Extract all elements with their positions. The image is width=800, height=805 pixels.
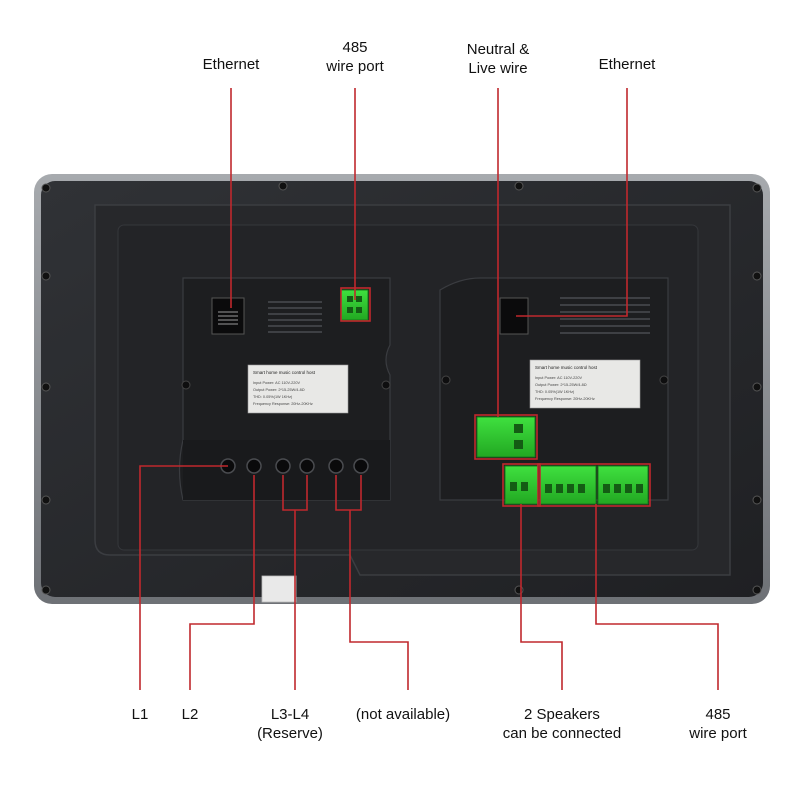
label-ethernet-left-text: Ethernet [202,56,260,73]
label-485-bottom-line1: 485 [705,706,731,723]
sticker-left-line: Frequency Response: 20Hz-20KHz [253,402,313,406]
label-l1-text: L1 [131,706,149,723]
label-l34: L3-L4 (Reserve) [240,705,340,743]
sticker-left-line: Output Power: 2*15-25W/4-8Ω [253,388,305,392]
label-neutral-live: Neutral & Live wire [448,40,548,78]
sticker-right [529,359,641,409]
sticker-right-line: Frequency Response: 20Hz-20KHz [535,397,595,401]
label-speakers: 2 Speakers can be connected [482,705,642,743]
label-ethernet-right: Ethernet [577,55,677,74]
label-ethernet-right-text: Ethernet [598,56,656,73]
label-not-available: (not available) [340,705,466,724]
callout-485-bottom [595,504,719,690]
callout-speakers [520,504,563,690]
sticker-right-line: Input Power: AC 110V-220V [535,376,582,380]
sticker-left-line: Input Power: AC 110V-220V [253,381,300,385]
callout-l1 [139,465,228,690]
label-l34-line1: L3-L4 [270,706,310,723]
label-speakers-line1: 2 Speakers [524,706,600,723]
jack-na-1 [328,458,344,474]
right-module: Smart home music control host Input Powe… [439,277,669,505]
label-485-bottom: 485 wire port [668,705,768,743]
serial-tag [261,575,297,603]
sticker-right-line: THD: 0.05%(1W 1KHz) [535,390,575,394]
sticker-right-title: Smart home music control host [535,365,598,370]
jack-l2 [246,458,262,474]
callout-na [335,475,362,511]
label-485-top-line1: 485 [342,39,368,56]
label-485-top-line2: wire port [326,58,384,75]
label-ethernet-left: Ethernet [181,55,281,74]
label-speakers-line2: can be connected [502,725,622,742]
jack-na-2 [353,458,369,474]
label-485-top: 485 wire port [305,38,405,76]
sticker-right-line: Output Power: 2*15-25W/4-8Ω [535,383,587,387]
terminal-power [476,416,536,458]
callout-ethernet-right [516,88,628,317]
jack-l3 [275,458,291,474]
label-neutral-live-line1: Neutral & [466,41,530,58]
label-l34-line2: (Reserve) [257,725,323,742]
label-485-bottom-line2: wire port [689,725,747,742]
label-l2: L2 [160,705,220,724]
jack-l4 [299,458,315,474]
sticker-left-title: Smart home music control host [253,370,316,375]
label-l1: L1 [110,705,170,724]
left-module: Smart home music control host Input Powe… [178,277,391,501]
label-not-available-text: (not available) [355,706,451,723]
label-l2-text: L2 [181,706,199,723]
callout-l2 [189,475,255,690]
sticker-left [247,364,349,414]
callout-boxes [340,287,651,507]
label-neutral-live-line2: Live wire [468,60,528,77]
frame-screws [41,181,762,595]
sticker-left-line: THD: 0.05%(1W 1KHz) [253,395,293,399]
callout-na-drop [349,510,409,690]
callout-lines [139,88,719,690]
